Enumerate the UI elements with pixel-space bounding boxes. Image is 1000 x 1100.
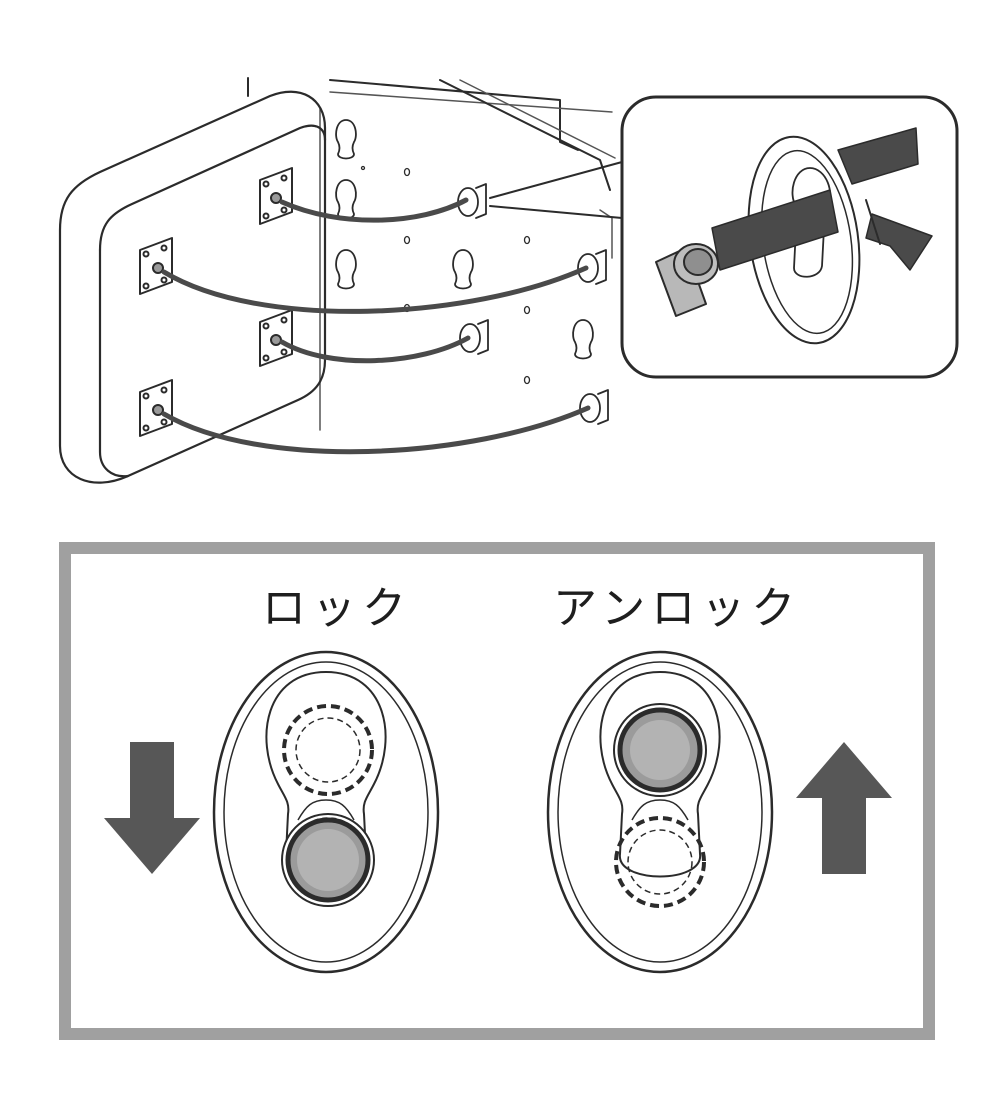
keyhole-slots bbox=[335, 119, 601, 423]
arrow-up-icon bbox=[796, 742, 892, 874]
detail-callout bbox=[620, 95, 959, 379]
lock-tabs bbox=[475, 183, 609, 425]
plate-dots bbox=[360, 165, 531, 385]
mounting-frame bbox=[247, 77, 616, 431]
detail-cable bbox=[711, 127, 933, 271]
lock-label: ロック bbox=[262, 583, 412, 634]
panel-brackets bbox=[139, 167, 293, 437]
bracket-4 bbox=[139, 379, 173, 437]
wall-mount-illustration bbox=[58, 77, 623, 484]
mounting-cables bbox=[161, 197, 591, 455]
bracket-3 bbox=[259, 309, 293, 367]
unlock-state-diagram bbox=[546, 650, 774, 974]
lock-state-diagram bbox=[212, 650, 440, 974]
bracket-1 bbox=[259, 167, 293, 225]
bracket-2 bbox=[139, 237, 173, 295]
detail-bolt bbox=[655, 243, 719, 317]
callout-pointer bbox=[489, 161, 623, 219]
unlock-label: アンロック bbox=[553, 583, 802, 634]
device-panel bbox=[58, 90, 327, 484]
state-panel-frame bbox=[59, 542, 935, 1040]
arrow-down-icon bbox=[104, 742, 200, 874]
